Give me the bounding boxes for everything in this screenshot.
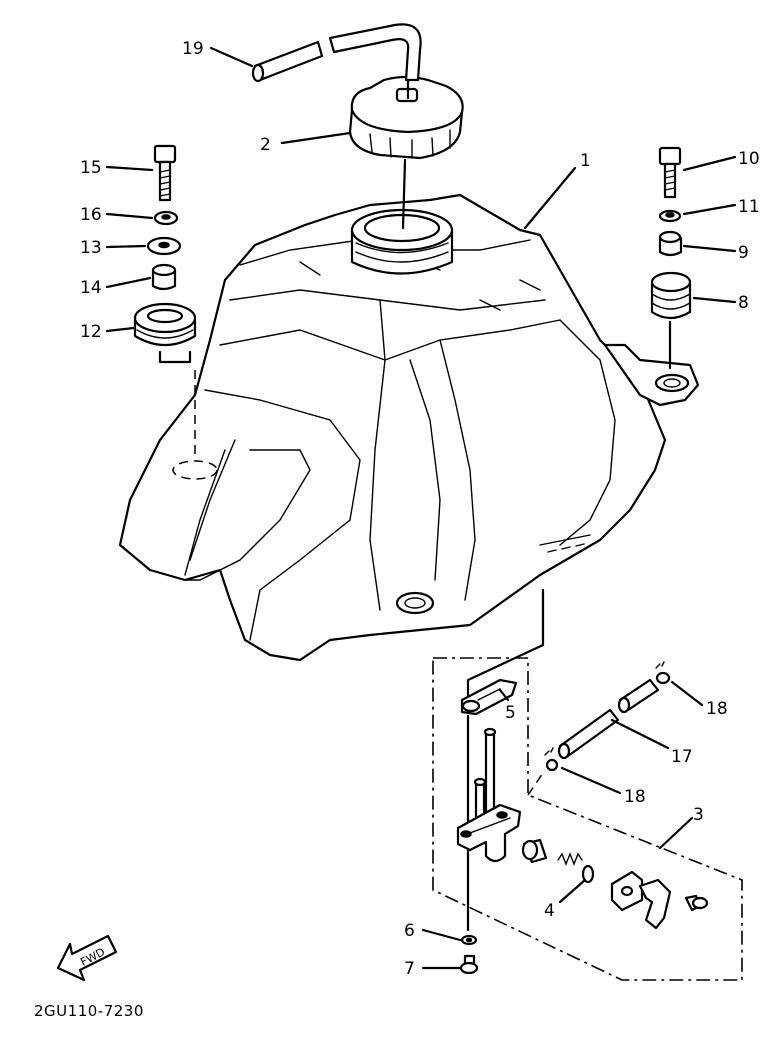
callout-12: 12 xyxy=(80,322,102,342)
fuel-cap xyxy=(348,75,464,160)
callout-13: 13 xyxy=(80,238,102,258)
callout-16: 16 xyxy=(80,205,102,225)
callout-11: 11 xyxy=(738,197,760,217)
callout-18-bottom: 18 xyxy=(624,787,646,807)
callout-1: 1 xyxy=(580,151,591,171)
fuel-tank xyxy=(118,193,700,662)
callout-5: 5 xyxy=(505,703,516,723)
filler-neck xyxy=(350,208,454,275)
callout-14: 14 xyxy=(80,278,102,298)
callout-numbers: 19 2 1 15 16 13 14 12 10 11 9 8 5 18 17 … xyxy=(80,39,760,979)
left-mount-parts xyxy=(133,144,197,460)
leader-lines xyxy=(105,46,737,970)
right-mount-parts xyxy=(650,146,692,370)
callout-3: 3 xyxy=(693,805,704,825)
fuel-hose-and-clips xyxy=(527,661,671,796)
breather-hose xyxy=(251,23,422,100)
callout-7: 7 xyxy=(404,959,415,979)
callout-19: 19 xyxy=(182,39,204,59)
drawing-code: 2GU110-7230 xyxy=(34,1002,144,1020)
callout-4: 4 xyxy=(544,901,555,921)
forward-arrow: FWD xyxy=(56,934,118,982)
callout-10: 10 xyxy=(738,149,760,169)
callout-8: 8 xyxy=(738,293,749,313)
callout-18-top: 18 xyxy=(706,699,728,719)
callout-6: 6 xyxy=(404,921,415,941)
callout-15: 15 xyxy=(80,158,102,178)
fuel-cock-assembly xyxy=(432,588,743,981)
callout-2: 2 xyxy=(260,135,271,155)
callout-9: 9 xyxy=(738,243,749,263)
callout-17: 17 xyxy=(671,747,693,767)
